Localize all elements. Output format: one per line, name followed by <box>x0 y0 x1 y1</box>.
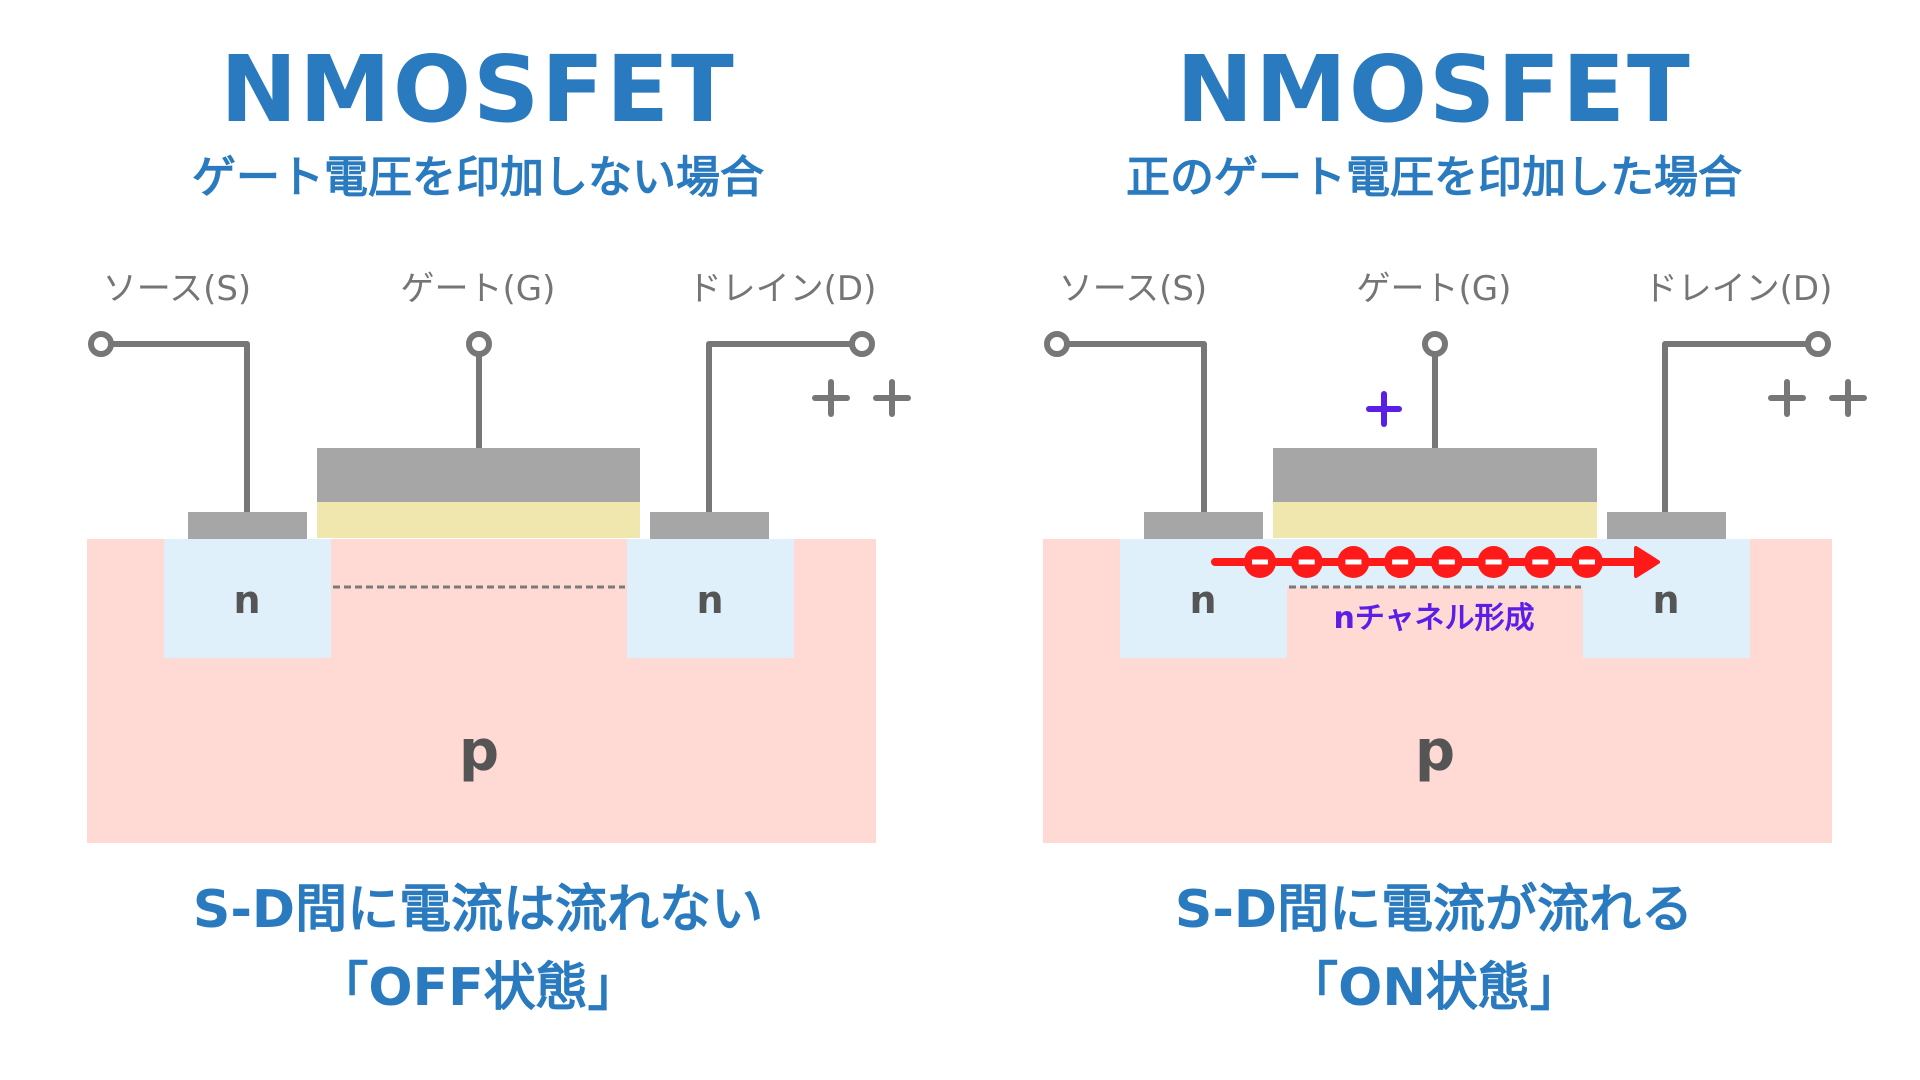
electron-minus-icon <box>1485 559 1502 565</box>
electron-minus-icon <box>1392 559 1409 565</box>
electron-minus-icon <box>1345 559 1362 565</box>
result-line2-off: 「OFF状態」 <box>316 958 640 1018</box>
result-line1-on: S-D間に電流が流れる <box>1174 880 1694 940</box>
drain-label-off: ドレイン(D) <box>687 269 877 309</box>
source-terminal <box>1044 331 1070 357</box>
gate-positive-icon <box>1366 391 1402 427</box>
n-channel-label: nチャネル形成 <box>1333 601 1534 636</box>
drain-positive-icon <box>812 379 911 417</box>
drain-wire <box>1662 341 1808 512</box>
source-contact <box>1144 512 1263 539</box>
electron-minus-icon <box>1532 559 1549 565</box>
result-line2-on: 「ON状態」 <box>1286 958 1582 1018</box>
n-label-drain: n <box>1652 578 1679 622</box>
source-label-off: ソース(S) <box>102 269 252 309</box>
drain-contact <box>1607 512 1726 539</box>
drain-terminal <box>1805 331 1831 357</box>
drain-terminal <box>849 331 875 357</box>
mosfet-off: n n p <box>87 331 911 843</box>
n-label-source: n <box>1189 578 1216 622</box>
gate-oxide <box>317 502 640 538</box>
p-label: p <box>1415 719 1455 784</box>
source-label-on: ソース(S) <box>1058 269 1208 309</box>
n-region-source <box>164 539 331 658</box>
subtitle-on: 正のゲート電圧を印加した場合 <box>1126 152 1742 203</box>
electron-minus-icon <box>1252 559 1268 565</box>
electron-minus-icon <box>1298 559 1315 565</box>
source-wire <box>101 341 250 512</box>
subtitle-off: ゲート電圧を印加しない場合 <box>192 152 764 203</box>
p-label: p <box>459 719 499 784</box>
source-terminal <box>88 331 114 357</box>
electrons <box>1244 546 1603 578</box>
result-line1-off: S-D間に電流は流れない <box>192 880 764 940</box>
n-label-source: n <box>233 578 260 622</box>
drain-wire <box>706 341 852 512</box>
title-on: NMOSFET <box>1176 36 1692 143</box>
electron-minus-icon <box>1579 559 1595 565</box>
gate-oxide <box>1273 502 1597 538</box>
drain-positive-icon <box>1768 379 1867 417</box>
gate-label-on: ゲート(G) <box>1356 269 1512 309</box>
gate-label-off: ゲート(G) <box>400 269 556 309</box>
n-region-drain <box>627 539 794 658</box>
drain-label-on: ドレイン(D) <box>1643 269 1833 309</box>
gate-terminal <box>466 331 492 357</box>
title-off: NMOSFET <box>220 36 736 143</box>
drain-contact <box>650 512 769 539</box>
n-label-drain: n <box>696 578 723 622</box>
gate-metal <box>1273 448 1597 502</box>
source-contact <box>188 512 307 539</box>
current-arrow-head <box>1634 546 1660 578</box>
mosfet-on: n n nチャネル形成 p <box>1043 331 1867 843</box>
gate-metal <box>317 448 640 502</box>
gate-terminal <box>1422 331 1448 357</box>
source-wire <box>1057 341 1207 512</box>
electron-minus-icon <box>1438 559 1455 565</box>
